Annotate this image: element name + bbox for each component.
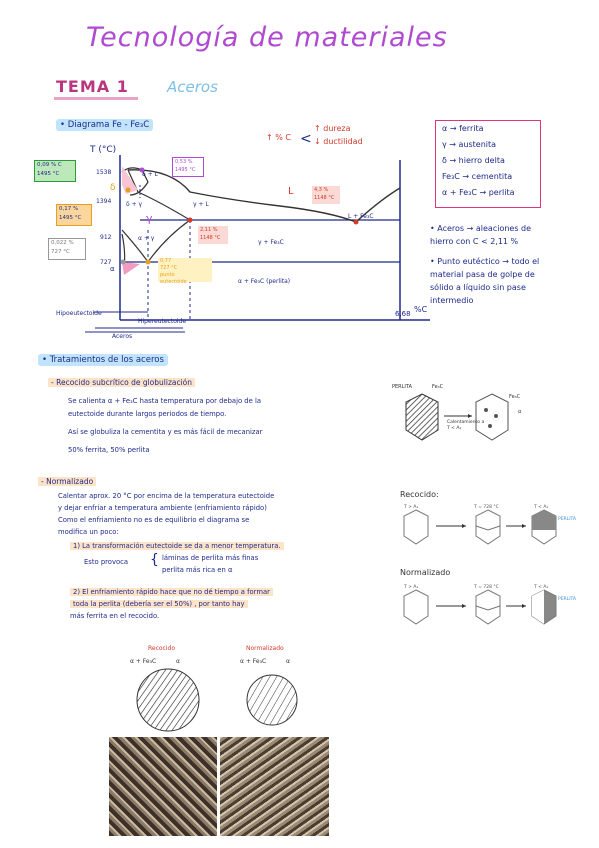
diagram-bottom-arrows bbox=[85, 311, 185, 333]
tick-x-end: 6,68 bbox=[395, 310, 411, 318]
fe-fe3c-diagram: 1538 1394 912 727 6,68 %C T (°C) δ + L δ… bbox=[89, 145, 430, 321]
bullet-aceros: • Aceros → aleaciones de hierro con C < … bbox=[430, 224, 532, 246]
tema-underline bbox=[54, 97, 138, 100]
bullet-eutectico: • Punto eutéctico → todo el material pas… bbox=[430, 257, 540, 305]
fig-fe3c: Fe₃C bbox=[432, 384, 444, 390]
fig-t2b: T = 728 °C bbox=[474, 585, 499, 590]
micro-alpha-2: α bbox=[286, 658, 290, 665]
region-delta-g: δ + γ bbox=[126, 201, 143, 208]
legend-item: α + Fe₃C → perlita bbox=[442, 188, 515, 197]
normalizado-line: más ferrita en el recocido. bbox=[70, 612, 160, 620]
normalizado-line: 2) El enfriamiento rápido hace que no dé… bbox=[70, 586, 378, 598]
diagram-section-label: • Diagrama Fe - Fe₃C bbox=[56, 119, 154, 131]
region-l-fe3c: L + Fe₃C bbox=[348, 213, 374, 220]
fig-normalizado-title: Normalizado bbox=[400, 568, 451, 577]
region-delta-l: δ + L bbox=[142, 171, 159, 178]
fig-t3b: T < A₁ bbox=[534, 585, 549, 590]
note-eutectic: 4,3 % 1148 °C bbox=[312, 186, 340, 204]
micro-label-2: α + Fe₃C bbox=[240, 658, 267, 665]
tick-1538: 1538 bbox=[96, 169, 111, 176]
label-hiper: Hipereutectoide bbox=[138, 318, 187, 325]
fig-t3: T < A₁ bbox=[534, 505, 549, 510]
micrograph-photo-recocido bbox=[109, 737, 217, 836]
legend-item: Fe₃C → cementita bbox=[442, 172, 513, 181]
recocido-line: Así se globuliza la cementita y es más f… bbox=[68, 428, 263, 436]
fig-recocido-title: Recocido: bbox=[400, 490, 439, 499]
cooling-figures bbox=[403, 509, 557, 625]
region-gamma-fe3c: γ + Fe₃C bbox=[258, 239, 284, 246]
note-eut-left: 0,09 % C 1495 °C bbox=[34, 160, 76, 182]
brace-glyph: < bbox=[300, 131, 312, 147]
label-aceros: Aceros bbox=[112, 333, 133, 340]
fig-t2: T = 728 °C bbox=[474, 505, 499, 510]
carbon-up-label: ↑ % C bbox=[266, 133, 291, 142]
micrograph-photo-normalizado bbox=[220, 737, 329, 836]
recocido-text: Se calienta α + Fe₃C hasta temperatura p… bbox=[68, 395, 378, 457]
region-alpha-fe3c: α + Fe₃C (perlita) bbox=[238, 278, 290, 285]
tick-727: 727 bbox=[100, 259, 112, 266]
subject-label: Aceros bbox=[167, 78, 218, 96]
normalizado-line: y dejar enfriar a temperatura ambiente (… bbox=[58, 504, 267, 512]
region-gamma-l: γ + L bbox=[193, 201, 209, 208]
tick-1394: 1394 bbox=[96, 198, 111, 205]
fig-alpha: α bbox=[518, 409, 522, 415]
recocido-line: Se calienta α + Fe₃C hasta temperatura p… bbox=[68, 397, 262, 405]
y-axis-label: T (°C) bbox=[89, 145, 116, 155]
fig-perlita-2: PERLITA bbox=[558, 597, 576, 602]
normalizado-line: Como el enfriamiento no es de equilibrio… bbox=[58, 516, 250, 524]
normalizado-line: toda la perlita (debería ser el 50%) , p… bbox=[70, 598, 378, 610]
page-title: Tecnología de materiales bbox=[86, 22, 448, 53]
micro-alpha-1: α bbox=[176, 658, 180, 665]
note-alpha-left: 0,022 % 727 °C bbox=[48, 238, 86, 260]
normalizado-line: 1) La transformación eutectoide se da a … bbox=[70, 540, 378, 552]
tema-label: TEMA 1 bbox=[56, 77, 129, 96]
normalizado-line: modifica un poco: bbox=[58, 528, 119, 536]
micro-normalizado-title: Normalizado bbox=[246, 645, 284, 652]
note-gamma-left: 0,17 % 1495 °C bbox=[56, 204, 92, 226]
micro-label-1: α + Fe₃C bbox=[130, 658, 157, 665]
globulization-figure bbox=[405, 393, 509, 441]
tick-912: 912 bbox=[100, 234, 112, 241]
legend-item: γ → austenita bbox=[442, 140, 497, 149]
legend-item: δ → hierro delta bbox=[442, 156, 505, 165]
normalizado-line: Calentar aprox. 20 °C por encima de la t… bbox=[58, 492, 275, 500]
region-gamma: γ bbox=[146, 212, 153, 225]
dureza-label: ↑ dureza bbox=[314, 124, 351, 133]
fig-perlita-1: PERLITA bbox=[558, 517, 576, 522]
label-hipo: Hipoeutectoide bbox=[56, 310, 102, 317]
normalizado-text: Calentar aprox. 20 °C por encima de la t… bbox=[58, 490, 378, 622]
recocido-line: 50% ferrita, 50% perlita bbox=[68, 446, 150, 454]
micro-recocido-title: Recocido bbox=[148, 645, 176, 652]
micrograph-drawings bbox=[136, 668, 298, 732]
recocido-line: eutectoide durante largos periodos de ti… bbox=[68, 410, 227, 418]
legend-item: α → ferrita bbox=[442, 124, 484, 133]
fig-t1: T > A₁ bbox=[404, 505, 419, 510]
note-peritectic: 0,53 % 1495 °C bbox=[172, 157, 204, 177]
fig-perlita: PERLITA bbox=[392, 384, 412, 390]
region-l: L bbox=[288, 186, 294, 197]
region-alpha-gamma: α + γ bbox=[138, 235, 155, 242]
region-delta: δ bbox=[110, 183, 116, 193]
treatments-title: • Tratamientos de los aceros bbox=[38, 354, 168, 366]
fig-t1b: T > A₁ bbox=[404, 585, 419, 590]
phase-legend: α → ferrita γ → austenita δ → hierro del… bbox=[435, 120, 541, 208]
normalizado-label: - Normalizado bbox=[38, 475, 97, 488]
region-alpha: α bbox=[110, 265, 115, 273]
note-eutectic-2: 2,11 % 1148 °C bbox=[198, 226, 228, 244]
x-axis-label: %C bbox=[414, 305, 428, 314]
ductilidad-label: ↓ ductilidad bbox=[314, 137, 363, 146]
fig-fe3c-right: Fe₃C bbox=[509, 394, 521, 400]
recocido-label: - Recocido subcrítico de globulización bbox=[48, 376, 196, 389]
fig-arrow-label: Calentamiento a T < A₁ bbox=[447, 420, 485, 431]
normalizado-esto: Esto provoca { láminas de perlita más fi… bbox=[84, 552, 259, 574]
note-eutectoid: 0,77 727 °C punto eutectoide bbox=[158, 258, 212, 285]
